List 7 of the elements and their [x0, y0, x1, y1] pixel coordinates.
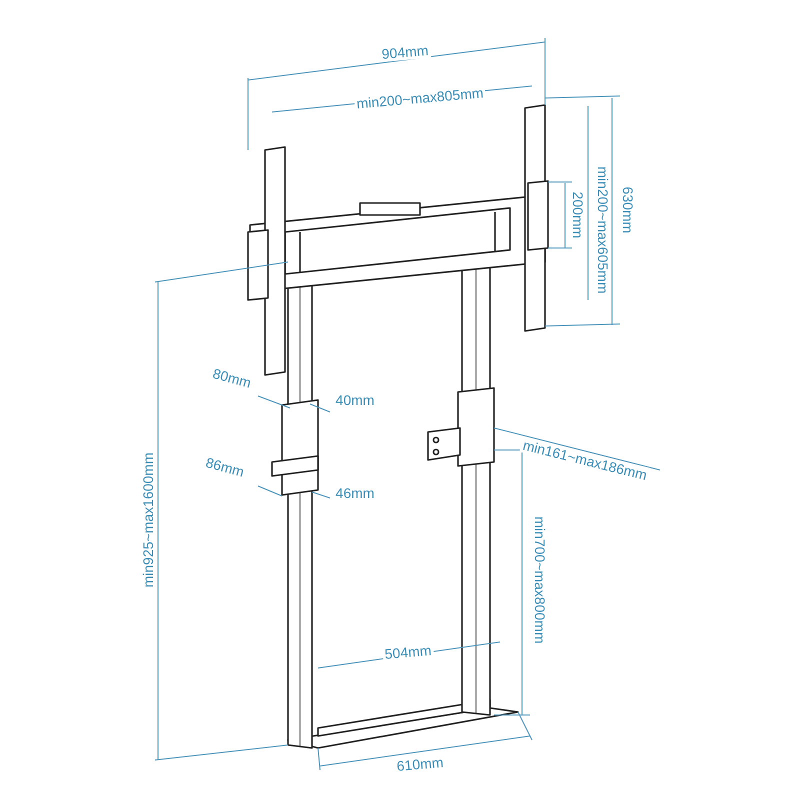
dimension-label: min925~max1600mm [140, 450, 156, 590]
dimension-label: 630mm [620, 184, 636, 236]
dimension-label: 40mm [334, 392, 376, 408]
dimension-label: min200~max605mm [595, 164, 611, 296]
dimension-label: 200mm [570, 190, 586, 240]
dimension-label: 46mm [334, 485, 376, 501]
dimension-label: min700~max800mm [532, 514, 548, 646]
